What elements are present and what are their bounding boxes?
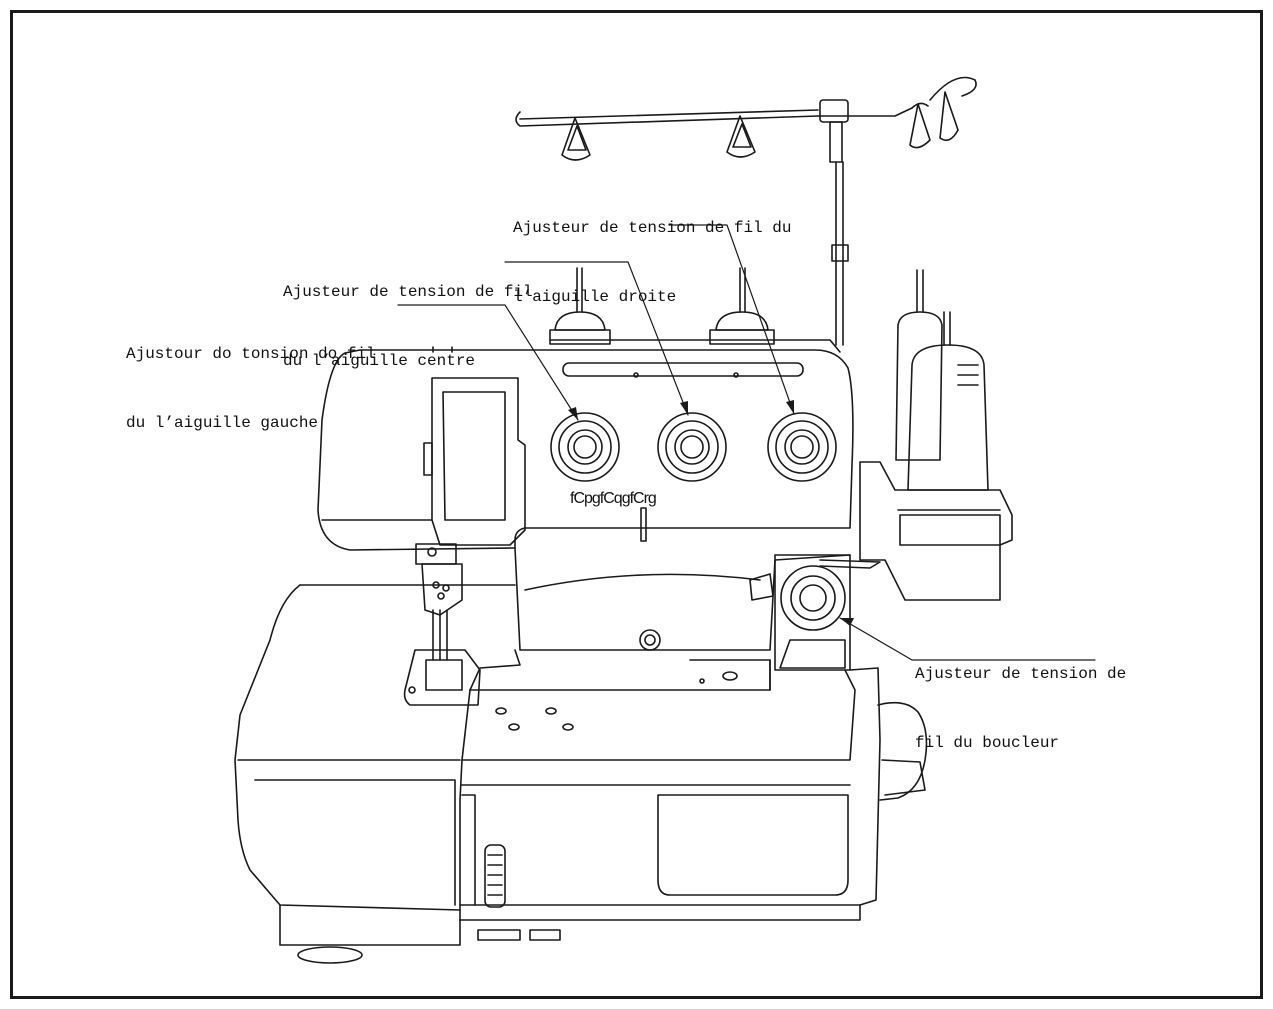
label-left-needle-line1: Ajustour do tonsion do fil [126, 345, 376, 363]
label-center-needle-line1: Ajusteur de tension de fil [283, 283, 533, 301]
label-center-needle-line2: du l’aiguille centre [283, 352, 476, 370]
label-looper-line1: Ajusteur de tension de [915, 665, 1127, 683]
label-right-needle-line1: Ajusteur de tension de fil du [513, 219, 792, 237]
tension-dials [550, 412, 837, 482]
arrowheads [568, 400, 854, 626]
label-looper-tension: Ajusteur de tension de fil du boucleur [915, 617, 1126, 778]
top-spools [549, 267, 989, 491]
label-right-needle-tension: Ajusteur de tension de fil du l’aiguille… [513, 171, 791, 332]
label-right-needle-line2: l’aiguille droite [513, 288, 677, 306]
machine-arm [514, 547, 881, 671]
machine-bed [234, 584, 928, 964]
label-left-needle-line2: du l’aiguille gauche [126, 414, 319, 432]
label-left-needle-tension: Ajustour do tonsion do fil du l’aiguille… [126, 297, 376, 458]
presser-foot [403, 543, 481, 706]
leader-lines [397, 224, 1096, 661]
dial-number-caption: fCpgfCqgfCrg [570, 490, 657, 507]
diagram-frame [10, 10, 1263, 999]
thread-stand [515, 76, 977, 346]
machine-upper-body [317, 339, 854, 551]
label-center-needle-tension: Ajusteur de tension de fil du l’aiguille… [283, 235, 533, 396]
spool-base [859, 461, 1013, 601]
label-looper-line2: fil du boucleur [915, 734, 1060, 752]
